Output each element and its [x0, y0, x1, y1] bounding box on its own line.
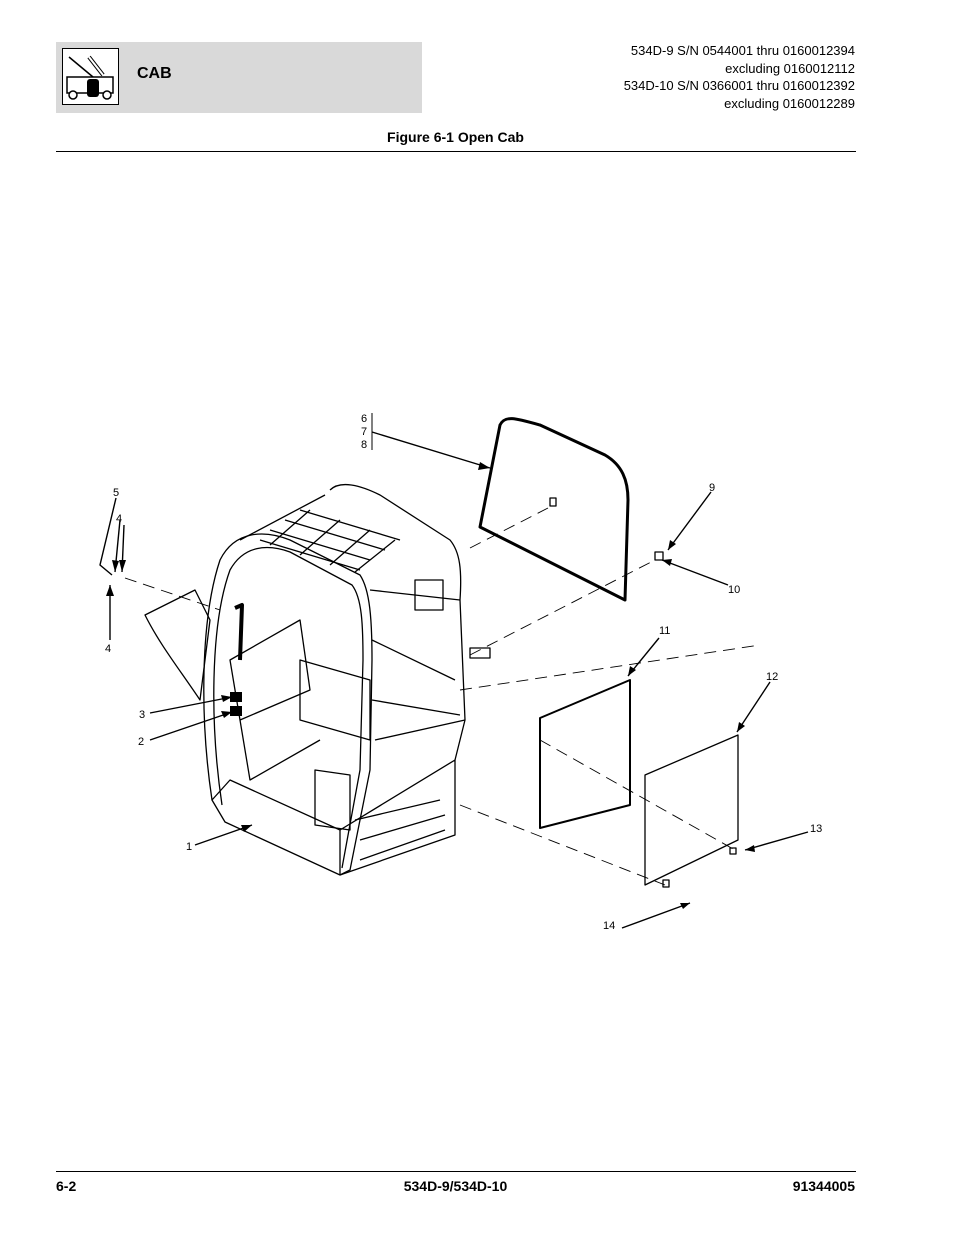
callout-6: 6 [361, 413, 367, 425]
callout-3: 3 [139, 709, 145, 721]
callout-8: 8 [361, 439, 367, 451]
section-title: CAB [137, 65, 172, 82]
header-rule [56, 151, 856, 152]
loader-cab-icon [62, 48, 119, 105]
callout-5: 5 [113, 487, 119, 499]
callout-9: 9 [709, 482, 715, 494]
callout-11: 11 [659, 625, 670, 637]
callout-7: 7 [361, 426, 367, 438]
callout-12: 12 [766, 671, 778, 683]
serial-line: 534D-10 S/N 0366001 thru 0160012392 [623, 78, 855, 93]
serial-line: excluding 0160012289 [724, 95, 855, 111]
callout-14: 14 [603, 920, 615, 932]
serial-line: excluding 0160012112 [725, 60, 855, 76]
callout-4-upper: 4 [116, 513, 122, 525]
serial-range-block: 534D-9 S/N 0544001 thru 0160012394 exclu… [624, 42, 855, 112]
document-number: 91344005 [792, 1178, 855, 1194]
callout-1: 1 [186, 841, 192, 853]
callout-10: 10 [728, 584, 740, 596]
callout-2: 2 [138, 736, 144, 748]
callout-4-lower: 4 [105, 643, 111, 655]
footer-rule [56, 1171, 856, 1172]
figure-title: Figure 6-1 Open Cab [387, 129, 524, 145]
page-number: 6-2 [56, 1178, 77, 1194]
callout-13: 13 [810, 823, 822, 835]
model-label: 534D-9/534D-10 [403, 1178, 508, 1194]
serial-line: 534D-9 S/N 0544001 thru 0160012394 [630, 43, 855, 58]
